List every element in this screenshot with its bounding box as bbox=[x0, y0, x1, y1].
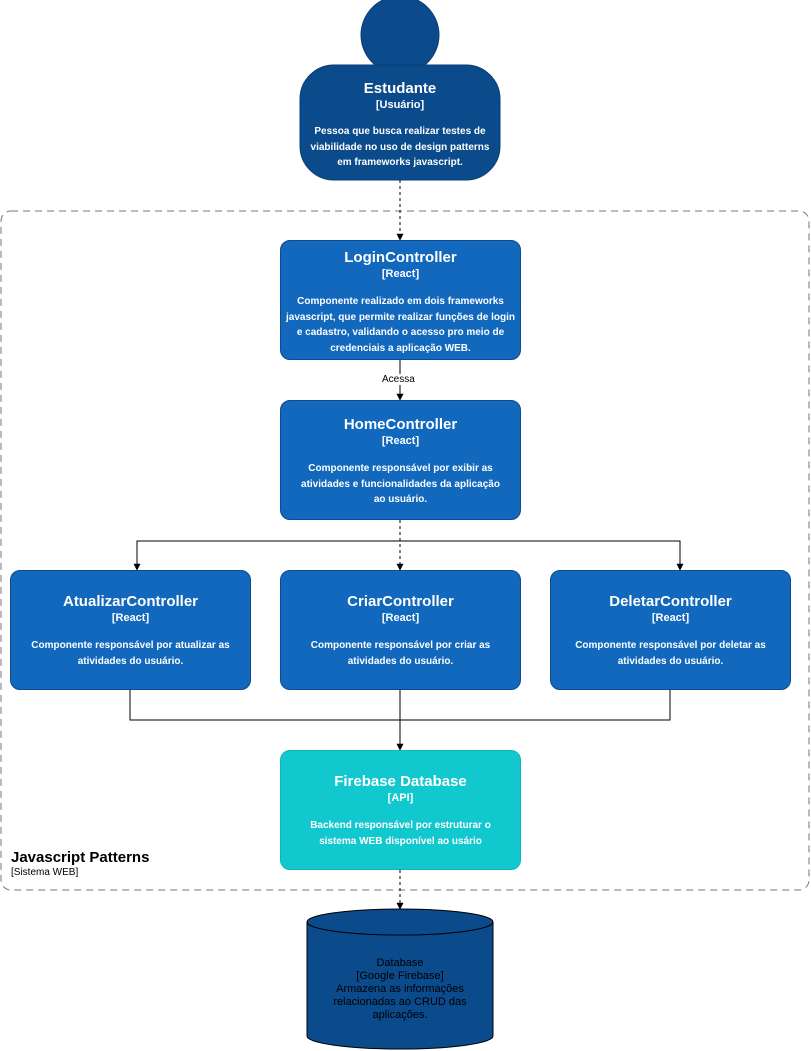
database-top bbox=[306, 908, 494, 936]
component-description: Backend responsável por estruturar o sis… bbox=[310, 820, 491, 847]
component-atualizar-controller[interactable]: AtualizarController [React] Componente r… bbox=[10, 570, 251, 690]
person-description: Pessoa que busca realizar testes de viab… bbox=[310, 126, 490, 168]
component-login-controller[interactable]: LoginController [React] Componente reali… bbox=[280, 240, 521, 360]
edge-deletar-join bbox=[400, 690, 671, 721]
database-description: Armazena as informações relacionadas ao … bbox=[333, 983, 467, 1021]
edge-atualizar-join bbox=[129, 690, 400, 721]
component-name: Firebase Database bbox=[334, 773, 467, 790]
component-home-controller[interactable]: HomeController [React] Componente respon… bbox=[280, 400, 521, 520]
person-head bbox=[360, 0, 440, 75]
boundary-title: Javascript Patterns bbox=[11, 849, 150, 866]
component-description: Componente responsável por criar as ativ… bbox=[310, 640, 491, 667]
database-label[interactable]: Database [Google Firebase] Armazena as i… bbox=[307, 957, 493, 1022]
boundary-subtitle: [Sistema WEB] bbox=[11, 867, 79, 878]
component-name: AtualizarController bbox=[62, 593, 198, 610]
component-name: DeletarController bbox=[609, 593, 732, 610]
edge-home-atualizar bbox=[133, 540, 400, 571]
database-cylinder bbox=[306, 922, 494, 1050]
component-name: HomeController bbox=[343, 416, 458, 433]
component-name: LoginController bbox=[344, 249, 457, 266]
database-tech: [Google Firebase] bbox=[356, 970, 444, 982]
component-criar-controller[interactable]: CriarController [React] Componente respo… bbox=[280, 570, 521, 690]
component-description: Componente realizado em dois frameworks … bbox=[286, 296, 515, 354]
system-boundary bbox=[0, 210, 810, 891]
person-estudante[interactable]: Estudante [Usuário] Pessoa que busca rea… bbox=[300, 80, 500, 180]
component-tech: [React] bbox=[381, 612, 420, 624]
person-name: Estudante bbox=[363, 80, 437, 97]
component-description: Componente responsável por atualizar as … bbox=[31, 640, 230, 667]
component-description: Componente responsável por exibir as ati… bbox=[301, 463, 500, 505]
edge-label-acessa: Acessa bbox=[381, 374, 416, 385]
person-tech: [Usuário] bbox=[375, 99, 425, 111]
component-tech: [React] bbox=[381, 268, 420, 280]
component-firebase-database[interactable]: Firebase Database [API] Backend responsá… bbox=[280, 750, 521, 870]
component-tech: [React] bbox=[381, 435, 420, 447]
component-tech: [React] bbox=[111, 612, 150, 624]
component-deletar-controller[interactable]: DeletarController [React] Componente res… bbox=[550, 570, 791, 690]
component-tech: [React] bbox=[651, 612, 690, 624]
component-tech: [API] bbox=[387, 792, 414, 804]
database-name: Database bbox=[376, 957, 424, 969]
edge-home-deletar bbox=[400, 540, 684, 571]
component-description: Componente responsável por deletar as at… bbox=[575, 640, 766, 667]
component-name: CriarController bbox=[347, 593, 454, 610]
